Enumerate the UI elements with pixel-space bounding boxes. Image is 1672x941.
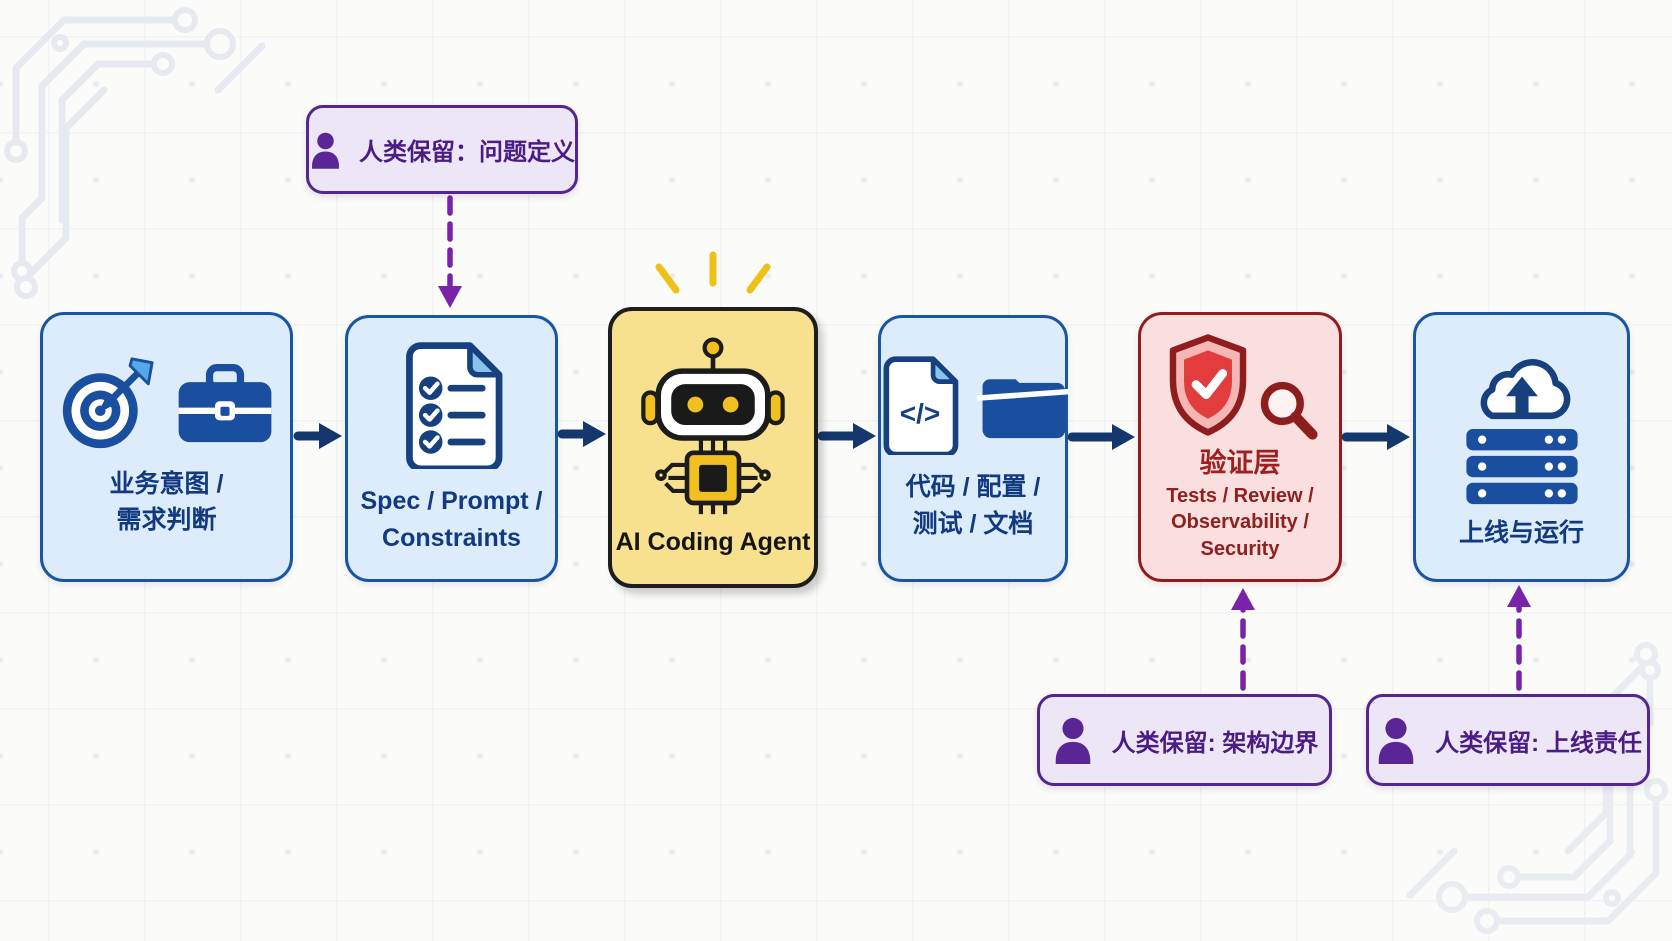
node-label: 测试 / 文档 [912,509,1034,538]
person-icon [1055,717,1090,764]
node-spec-prompt: Spec / Prompt / Constraints [345,315,558,582]
code-file-icon: </> [883,356,959,456]
verification-icons [1161,332,1319,440]
node-label: Tests / Review / [1166,484,1314,507]
person-icon [1378,717,1414,764]
person-icon [312,132,339,169]
callout-label: 人类保留：问题定义 [359,139,575,166]
cloud-upload-icon [1480,358,1570,419]
node-ai-coding-agent: AI Coding Agent [608,307,818,588]
node-label: 上线与运行 [1458,518,1584,547]
briefcase-icon [178,363,271,442]
robot-icon [641,337,785,515]
node-title: 验证层 [1199,447,1281,478]
magnifier-icon [1260,381,1318,440]
artifact-icons: </> [877,355,1069,456]
checklist-icon [405,342,502,470]
node-label: Constraints [382,523,521,552]
launch-icons [1459,343,1585,505]
node-label: Spec / Prompt / [360,487,543,516]
node-label: Security [1200,537,1280,560]
agent-icons [634,334,792,516]
target-icon [62,357,154,448]
node-label: Observability / [1171,511,1309,534]
folder-icon [977,379,1069,439]
callout-problem-definition: 人类保留：问题定义 [306,105,578,194]
callout-launch-responsibility: 人类保留: 上线责任 [1366,694,1650,786]
callout-architecture-boundary: 人类保留: 架构边界 [1037,694,1332,786]
shield-check-icon [1169,334,1247,436]
node-code-artifacts: </> 代码 / 配置 / 测试 / 文档 [877,315,1069,582]
spec-prompt-icons [396,341,508,470]
server-icon [1465,428,1578,504]
node-launch-operate: 上线与运行 [1413,312,1630,582]
node-label: 代码 / 配置 / [905,473,1041,502]
circuit-decoration-top-left [4,7,266,299]
node-label: 需求判断 [116,506,217,534]
callout-label: 人类保留: 上线责任 [1435,729,1642,757]
spark-rays [655,251,771,294]
svg-text:</>: </> [900,398,941,429]
business-intent-icons [59,356,275,452]
node-label: 业务意图 / [109,469,224,498]
node-verification-layer: 验证层 Tests / Review / Observability / Sec… [1138,312,1342,582]
callout-label: 人类保留: 架构边界 [1111,729,1319,757]
node-label: AI Coding Agent [615,528,811,557]
node-business-intent: 业务意图 / 需求判断 [40,312,293,582]
